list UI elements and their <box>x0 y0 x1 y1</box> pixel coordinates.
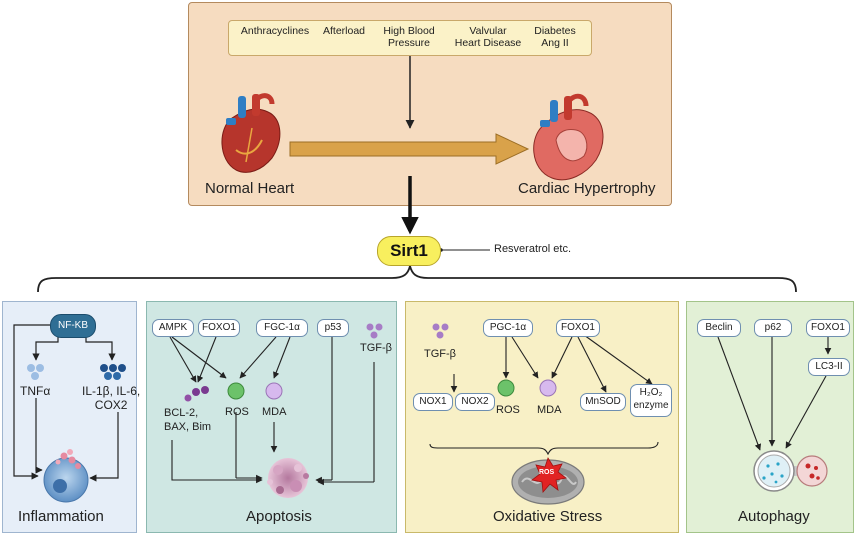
p62-node: p62 <box>754 319 792 337</box>
apoptosis-tgfb-label: TGF-β <box>360 342 392 354</box>
factor-valvular-heart-disease: Valvular Heart Disease <box>454 25 522 49</box>
resveratrol-label: Resveratrol etc. <box>494 243 572 255</box>
oxidative-mda-label: MDA <box>537 404 562 416</box>
autophagy-foxo1-node: FOXO1 <box>806 319 850 337</box>
apoptosis-foxo1-node: FOXO1 <box>198 319 240 337</box>
apoptosis-molecules <box>184 323 383 498</box>
mnsod-node: MnSOD <box>580 393 626 411</box>
ros-badge-label: ROS <box>539 469 555 476</box>
oxidative-ros-label: ROS <box>496 404 520 416</box>
bcl2-bax-bim-label: BCL-2, BAX, Bim <box>164 407 212 433</box>
autophagosome-image <box>753 450 828 492</box>
apoptosis-mda-label: MDA <box>262 406 287 418</box>
apoptosis-panel <box>146 301 397 533</box>
ampk-node: AMPK <box>152 319 194 337</box>
oxidative-molecules <box>432 323 585 505</box>
progression-arrow <box>289 133 530 165</box>
inflammation-title: Inflammation <box>18 508 104 525</box>
pathway-brace <box>37 265 797 293</box>
ros-burst-icon <box>531 457 567 493</box>
factor-high-blood-pressure: High Blood Pressure <box>383 25 435 49</box>
fgc-1a-node: FGC-1α <box>256 319 308 337</box>
inflammation-graphics <box>13 324 126 503</box>
apoptosis-title: Apoptosis <box>246 508 312 525</box>
normal-heart-label: Normal Heart <box>205 180 295 197</box>
p53-node: p53 <box>317 319 349 337</box>
apoptosis-graphics <box>169 336 375 486</box>
factor-afterload: Afterload <box>322 25 366 37</box>
nfkb-node: NF-KB <box>50 314 96 338</box>
normal-heart-image <box>221 93 281 173</box>
il-cox2-label: IL-1β, IL-6, COX2 <box>82 384 141 412</box>
pgc-1a-node: PGC-1α <box>483 319 533 337</box>
sirt1-node: Sirt1 <box>377 236 441 266</box>
autophagy-graphics <box>717 336 832 451</box>
apoptosis-ros-label: ROS <box>225 406 249 418</box>
nox1-node: NOX1 <box>413 393 453 411</box>
risk-factors-box <box>228 20 592 56</box>
oxidative-graphics <box>429 334 659 456</box>
factor-anthracyclines: Anthracyclines <box>240 25 310 37</box>
nox2-node: NOX2 <box>455 393 495 411</box>
cardiac-hypertrophy-label: Cardiac Hypertrophy <box>518 180 656 197</box>
oxidative-stress-title: Oxidative Stress <box>493 508 603 525</box>
factor-diabetes-ang-ii: Diabetes Ang II <box>534 25 576 49</box>
tnfa-label: TNFα <box>20 384 51 398</box>
autophagy-panel <box>686 301 854 533</box>
beclin-node: Beclin <box>697 319 741 337</box>
lc3-ii-node: LC3-II <box>808 358 850 376</box>
oxidative-tgfb-label: TGF-β <box>424 348 456 360</box>
h2o2-enzyme-node: H₂O₂ enzyme <box>630 384 672 417</box>
hypertrophic-heart-image <box>533 93 604 181</box>
autophagy-title: Autophagy <box>738 508 810 525</box>
oxidative-foxo1-node: FOXO1 <box>556 319 600 337</box>
